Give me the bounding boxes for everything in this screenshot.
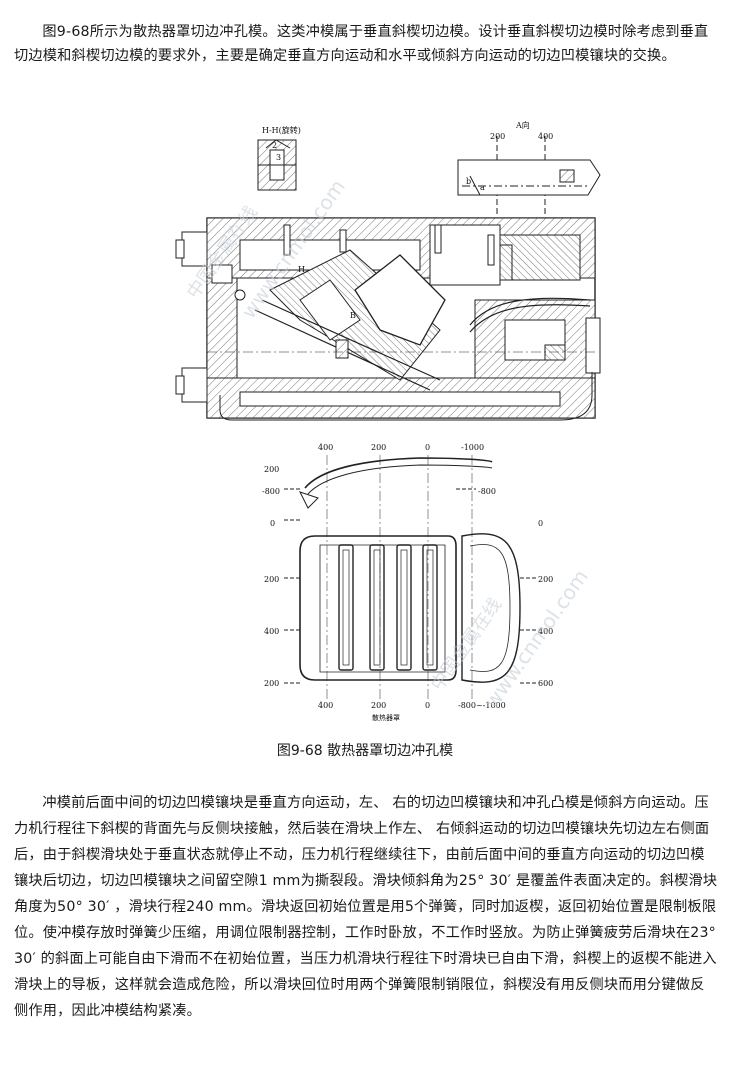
- plan-bottom-tick-range: -800~-1000: [458, 701, 506, 710]
- plan-top-tick-minus1000: -1000: [461, 443, 484, 452]
- a-direction-view: [457, 136, 601, 215]
- plan-top-tick-0: 0: [425, 443, 430, 452]
- part-name-label: 散热器罩: [372, 713, 400, 722]
- plan-view: [284, 455, 536, 700]
- part-number-2: 2: [272, 141, 277, 150]
- label-h: H: [298, 265, 305, 274]
- label-b: b: [466, 177, 471, 186]
- intro-paragraph: 图9-68所示为散热器罩切边冲孔模。这类冲模属于垂直斜楔切边模。设计垂直斜楔切边…: [14, 24, 709, 64]
- plan-right-tick-minus800: -800: [478, 487, 496, 496]
- plan-right-tick-200: 200: [538, 575, 553, 584]
- watermark-url-lower: www.cnmol.com: [479, 565, 593, 713]
- section-view: [175, 136, 601, 421]
- plan-left-tick-minus800: -800: [262, 487, 280, 496]
- plan-left-tick-200c: 200: [264, 679, 279, 688]
- plan-left-tick-0: 0: [270, 519, 275, 528]
- figure-caption: 图9-68 散热器罩切边冲孔模: [276, 743, 454, 759]
- hh-section-detail: [257, 139, 297, 191]
- plan-left-tick-200a: 200: [264, 465, 279, 474]
- body-paragraph: 冲模前后面中间的切边凹模镶块是垂直方向运动，左、 右的切边凹模镶块和冲孔凸模是倾…: [14, 795, 718, 1019]
- part-number-3: 3: [276, 153, 281, 162]
- top-dim-400: 400: [538, 132, 553, 141]
- section-label: H-H(旋转): [262, 125, 301, 135]
- plan-top-tick-200: 200: [371, 443, 386, 452]
- plan-right-tick-400: 400: [538, 627, 553, 636]
- label-a: a: [480, 183, 485, 192]
- plan-left-tick-400: 400: [264, 627, 279, 636]
- plan-bottom-tick-200: 200: [371, 701, 386, 710]
- plan-bottom-tick-0: 0: [425, 701, 430, 710]
- plan-left-tick-200b: 200: [264, 575, 279, 584]
- plan-right-tick-0: 0: [538, 519, 543, 528]
- plan-bottom-tick-400: 400: [318, 701, 333, 710]
- plan-right-tick-600: 600: [538, 679, 553, 688]
- label-b-section: B: [350, 311, 356, 320]
- plan-top-tick-400: 400: [318, 443, 333, 452]
- view-label: A向: [515, 120, 530, 130]
- top-dim-200: 200: [490, 132, 505, 141]
